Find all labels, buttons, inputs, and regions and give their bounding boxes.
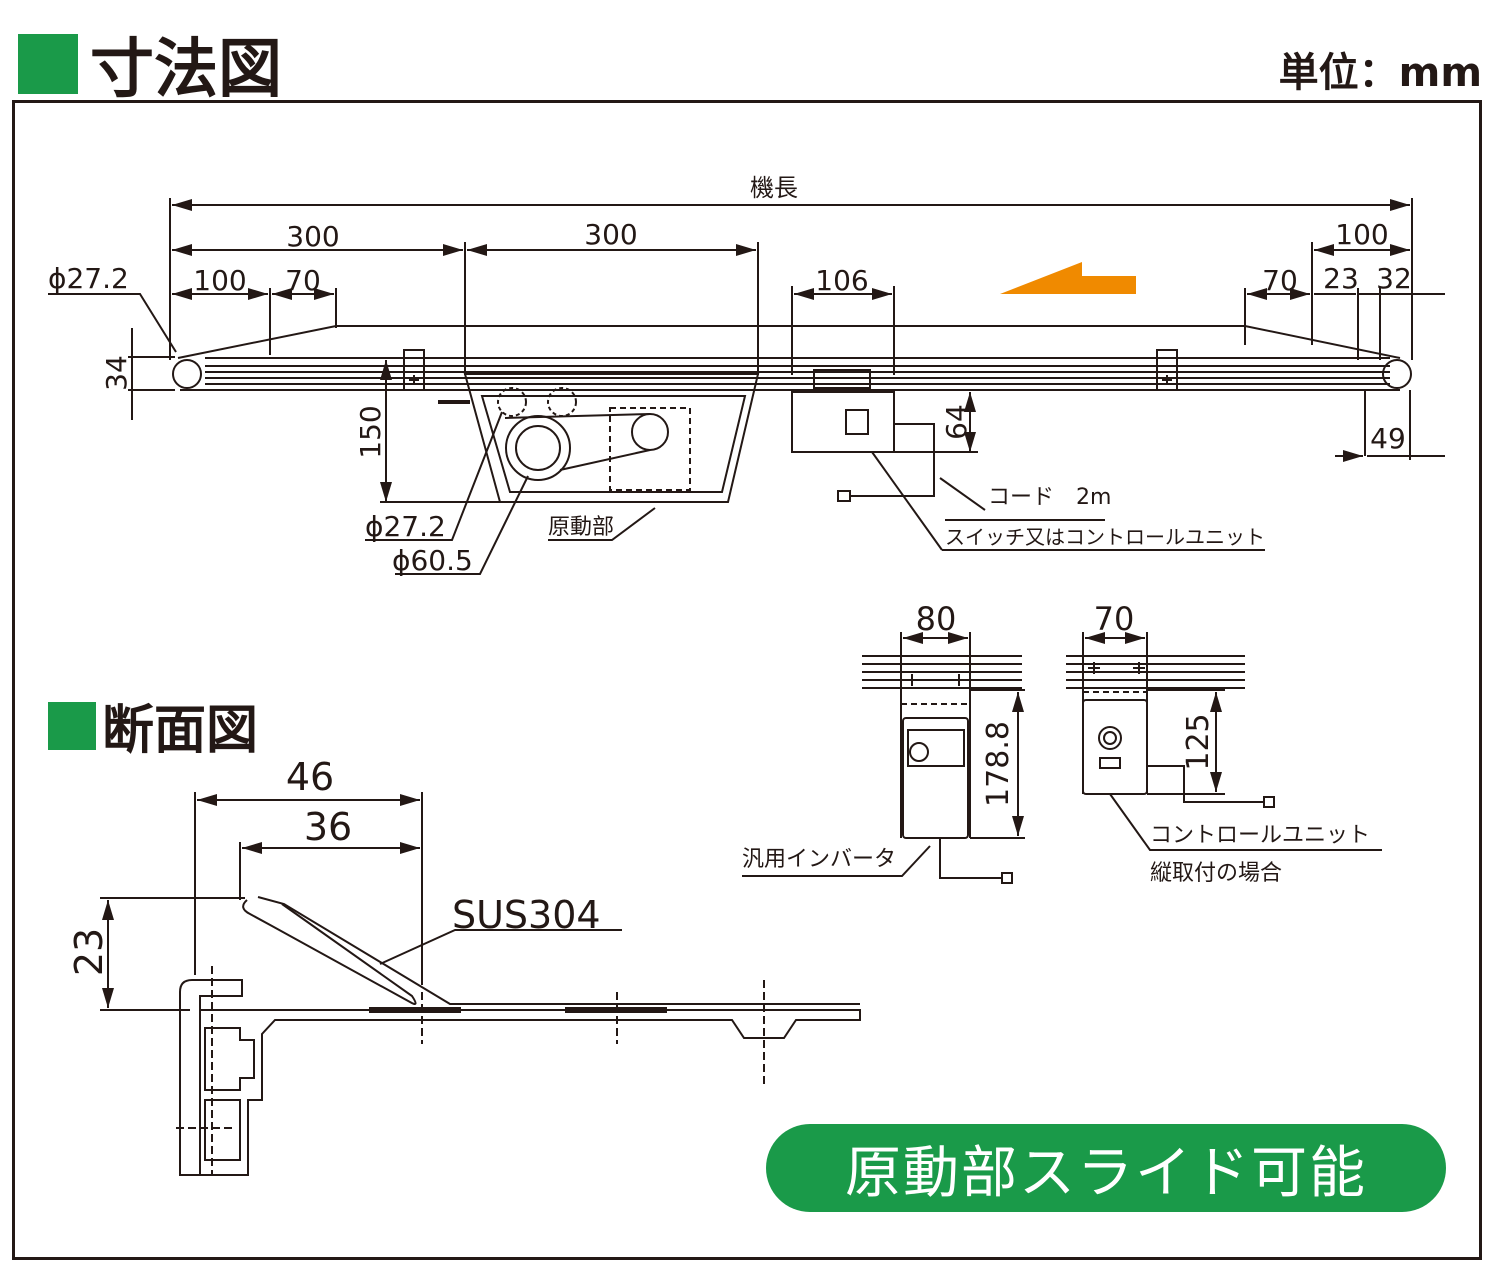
dim-106: 106 — [815, 264, 868, 297]
cord-label: コード 2m — [988, 485, 1111, 510]
section-header: 断面図 — [48, 688, 258, 763]
inverter-label: 汎用インバータ — [742, 847, 896, 872]
dim-100-left: 100 — [193, 264, 246, 297]
conveyor-side-view — [172, 325, 1412, 503]
inverter-width: 80 — [916, 600, 957, 638]
top-dimension-lines — [128, 198, 1445, 503]
dim-70-left: 70 — [285, 264, 321, 297]
orange-direction-arrow-icon — [1000, 262, 1136, 294]
overall-length-label: 機長 — [750, 174, 798, 202]
dim-100-right: 100 — [1335, 218, 1388, 251]
dim-300-left: 300 — [286, 220, 339, 253]
drive-pulley-diameter-label: ϕ27.2 — [365, 510, 446, 543]
control-unit-label: コントロールユニット — [1150, 823, 1370, 848]
page-title: 寸法図 — [90, 33, 282, 107]
section-title: 断面図 — [102, 701, 259, 761]
section-view — [100, 792, 861, 1176]
dim-32: 32 — [1376, 262, 1412, 295]
control-unit-width: 70 — [1094, 600, 1135, 638]
dim-70-right: 70 — [1262, 264, 1298, 297]
drive-unit-label: 原動部 — [548, 515, 614, 540]
section-dim-36: 36 — [304, 805, 352, 849]
dim-49: 49 — [1370, 422, 1406, 455]
material-label: SUS304 — [452, 893, 601, 937]
inverter-height: 178.8 — [981, 721, 1016, 807]
pulley-diameter-label: ϕ27.2 — [48, 262, 129, 295]
dim-23: 23 — [1323, 262, 1359, 295]
switch-label: スイッチ又はコントロールユニット — [945, 525, 1265, 549]
green-square-icon — [18, 34, 78, 94]
green-square-icon — [48, 701, 96, 750]
section-dim-23: 23 — [67, 928, 111, 976]
unit-label: 単位：mm — [1278, 50, 1482, 96]
leader-lines — [48, 293, 1265, 575]
dim-300-right: 300 — [584, 218, 637, 251]
drive-roller-diameter-label: ϕ60.5 — [392, 544, 473, 577]
dim-150: 150 — [354, 405, 387, 458]
dim-64: 64 — [940, 404, 973, 440]
drawing-frame — [12, 100, 1482, 1260]
section-dim-46: 46 — [286, 755, 334, 799]
dim-34: 34 — [100, 355, 133, 391]
drive-slide-badge: 原動部スライド可能 — [766, 1124, 1446, 1212]
inverter-view — [742, 632, 1025, 884]
vertical-mount-note: 縦取付の場合 — [1150, 861, 1282, 886]
control-unit-view — [1066, 632, 1382, 851]
dimension-header: 寸法図 — [18, 18, 282, 110]
control-unit-height: 125 — [1181, 713, 1216, 770]
